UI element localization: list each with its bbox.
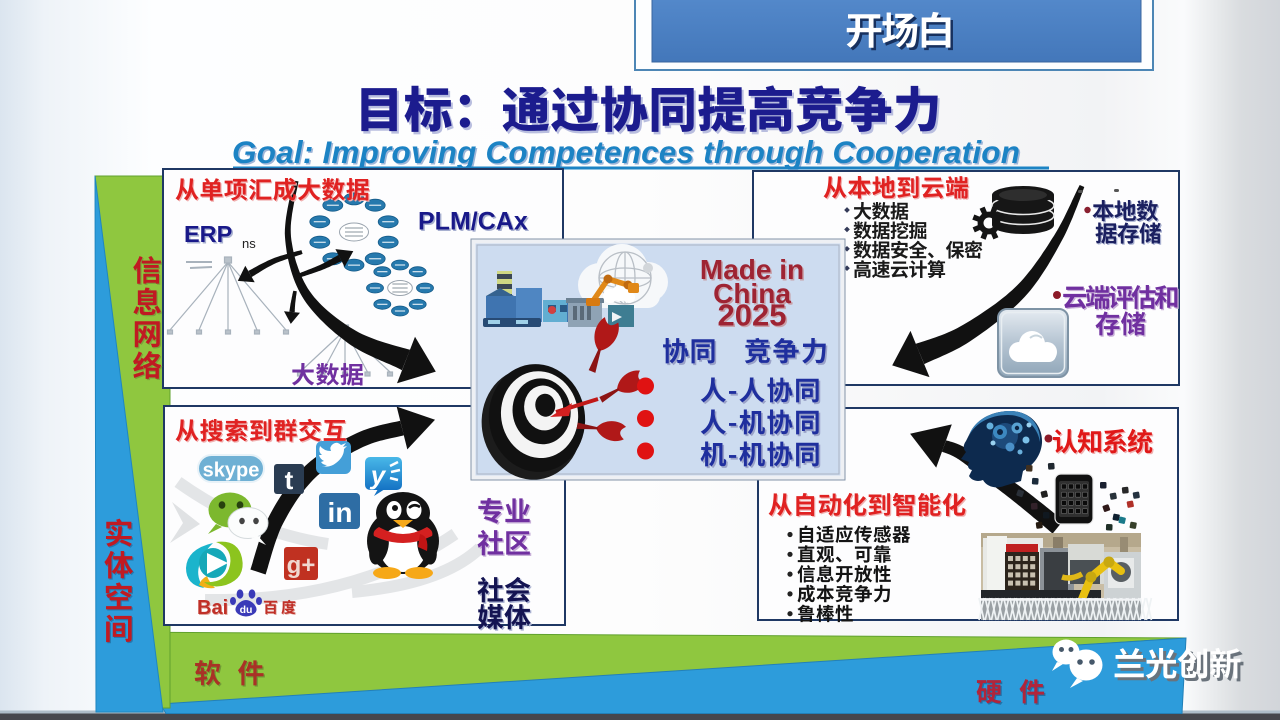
svg-text:2025: 2025 [718, 298, 787, 333]
svg-text:Goal: Improving Competences: Goal: Improving Competences through Coop… [234, 136, 1022, 172]
svg-text:t: t [285, 465, 294, 495]
svg-text:Goal: Improving Competences: Goal: Improving Competences through Coop… [232, 134, 1020, 170]
svg-text:g+: g+ [287, 552, 316, 579]
svg-text:in: in [328, 497, 353, 528]
svg-text:PLM/CAx: PLM/CAx [420, 209, 530, 237]
svg-text:ns: ns [242, 236, 256, 251]
svg-text:Made in: Made in [701, 256, 805, 287]
svg-text:Bai: Bai [198, 598, 229, 620]
svg-text:ERP: ERP [186, 223, 234, 249]
svg-text:y: y [369, 460, 387, 490]
svg-text:PLM/CAx: PLM/CAx [418, 208, 528, 236]
svg-text:China: China [713, 278, 791, 309]
svg-text:ERP: ERP [184, 221, 232, 247]
svg-text:skype: skype [203, 460, 260, 482]
svg-text:du: du [240, 604, 253, 616]
svg-text:China: China [715, 280, 793, 311]
svg-text:2025: 2025 [719, 299, 788, 334]
svg-text:Made in: Made in [700, 254, 804, 285]
svg-text:Bai: Bai [197, 597, 228, 619]
